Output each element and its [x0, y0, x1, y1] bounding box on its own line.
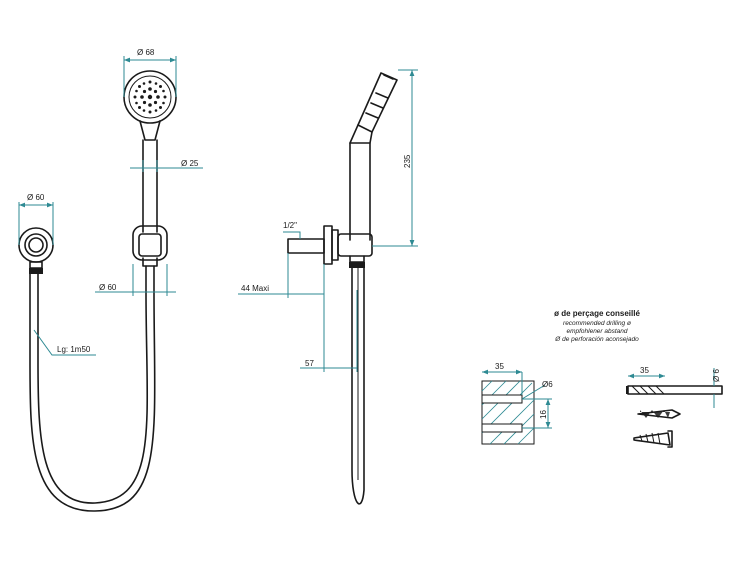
hose-inner	[29, 265, 156, 512]
wall-outlet-front-view	[18, 227, 54, 274]
label-outlet-diameter: Ø 60	[27, 193, 45, 202]
label-head-diameter: Ø 68	[137, 48, 155, 57]
handle	[142, 139, 158, 233]
label-hole-depth: 35	[495, 362, 504, 371]
label-holder-diameter: Ø 60	[99, 283, 117, 292]
hose-outer	[37, 265, 149, 504]
label-handle-diameter: Ø 25	[181, 159, 199, 168]
head-side	[357, 72, 398, 133]
label-thread: 1/2"	[283, 221, 297, 230]
screw	[633, 430, 673, 448]
label-bit-diameter: Ø 6	[712, 369, 721, 382]
drilling-note: ø de perçage conseillé recommended drill…	[554, 309, 640, 343]
head-neck	[139, 120, 161, 141]
hand-shower-front-view	[29, 70, 177, 512]
handle-side	[349, 142, 371, 241]
wall-plug	[637, 409, 681, 419]
drilling-note-german: empfohlener abstand	[566, 328, 627, 335]
label-hole-diameter: Ø6	[542, 380, 553, 389]
label-hose-length: Lg: 1m50	[57, 345, 91, 354]
dimension-labels: Ø 68 Ø 25 Ø 60 Ø 60 Lg: 1m50 235 1/2" 44…	[27, 48, 721, 419]
wall-holder	[132, 225, 168, 261]
spray-nozzles-pattern	[133, 80, 167, 114]
drilling-note-title: ø de perçage conseillé	[554, 309, 640, 318]
label-hole-spacing: 16	[539, 410, 548, 419]
drill-bit	[626, 368, 723, 408]
wall-drilling-section	[481, 369, 552, 445]
drilling-note-spanish: Ø de perforación aconsejado	[554, 336, 639, 343]
hand-shower-side-view	[287, 72, 398, 505]
drilling-note-english: recommended drilling ø	[563, 320, 631, 327]
dimension-lines	[18, 56, 418, 372]
label-wall-projection: 44 Maxi	[241, 284, 269, 293]
label-height: 235	[403, 154, 412, 168]
label-bit-length: 35	[640, 366, 649, 375]
label-depth: 57	[305, 359, 314, 368]
